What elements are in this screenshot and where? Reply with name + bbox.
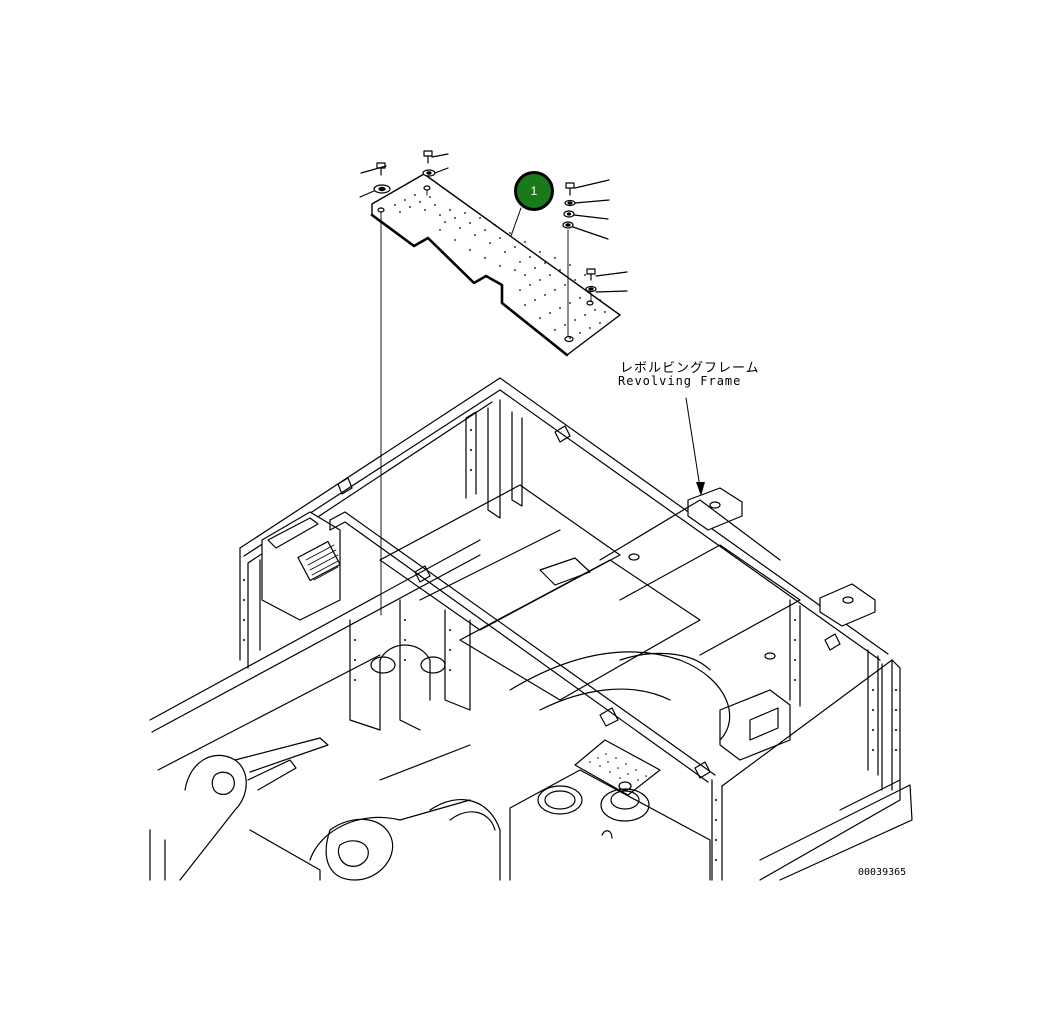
callout-leader (510, 207, 522, 237)
frame-label-english: Revolving Frame (618, 374, 742, 388)
part-callout-1[interactable]: 1 (514, 171, 554, 211)
bolt-lower-right (585, 268, 628, 303)
cover-plate-perforations (394, 194, 606, 339)
cover-plate[interactable] (370, 173, 621, 357)
bolts-and-washers[interactable] (359, 150, 628, 616)
frame-leader (685, 397, 705, 496)
bolt-top (422, 150, 449, 177)
revolving-frame (149, 377, 913, 881)
drawing-code: 00039365 (858, 867, 907, 878)
bolt-right-stack (562, 179, 610, 337)
bolt-left (359, 162, 391, 198)
frame-label-japanese: レボルビングフレーム (620, 361, 760, 376)
callout-number: 1 (530, 184, 538, 198)
